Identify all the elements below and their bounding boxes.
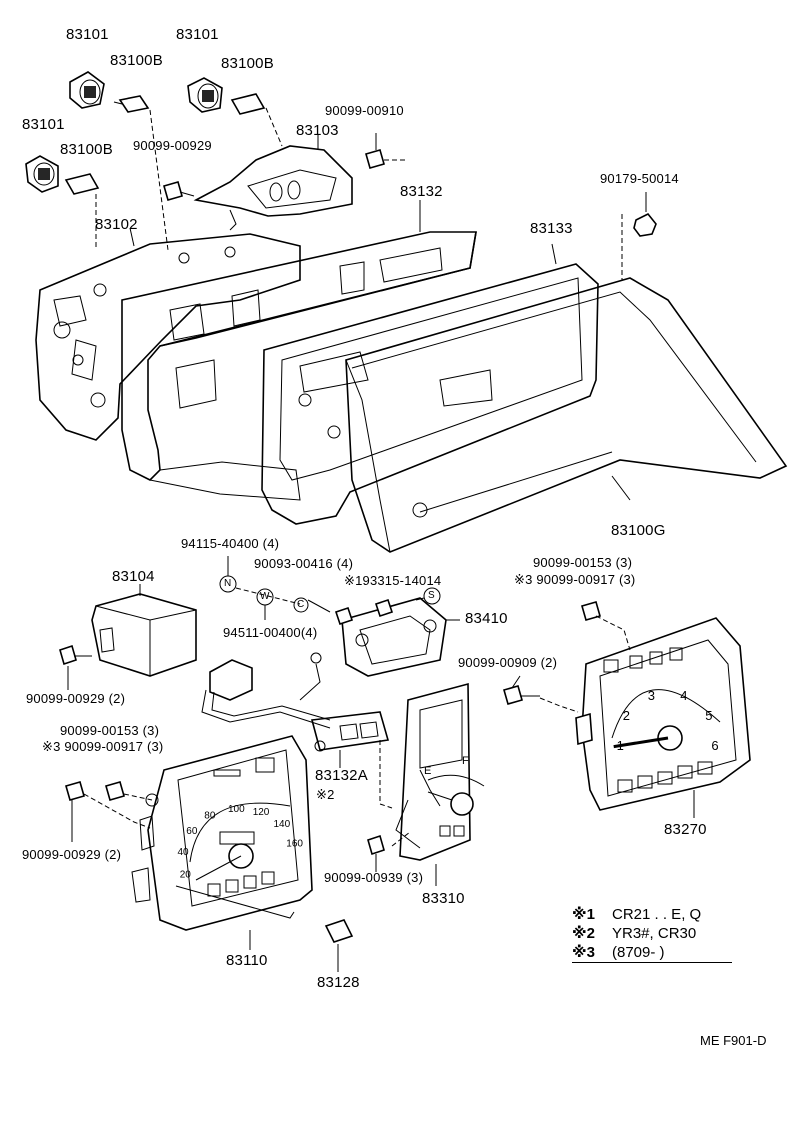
- screw-90099-00909: [503, 675, 579, 713]
- screw-90099-00929-2b: [65, 781, 151, 842]
- speedo-tick-label: 80: [204, 811, 216, 822]
- bulb-socket-83101-a: [69, 71, 105, 109]
- nut-90179-50014: [621, 192, 657, 280]
- label-90099-00910: 90099-00910: [325, 103, 404, 118]
- tach-tick-label: 5: [705, 708, 712, 723]
- speedometer-83110: [131, 735, 313, 950]
- fuel-gauge-83310: [379, 682, 485, 886]
- hood-83133: [261, 243, 599, 525]
- label-83103: 83103: [296, 122, 339, 139]
- note-text: YR3#, CR30: [612, 925, 697, 942]
- label-90099-00929-top: 90099-00929: [133, 138, 212, 153]
- tach-tick-label: 3: [648, 688, 655, 703]
- label-90099-00917-l: ※3 90099-00917 (3): [42, 739, 164, 754]
- callout-w: [256, 588, 274, 620]
- cluster-glass-83100G: [345, 277, 788, 553]
- speedo-tick-label: 40: [178, 847, 190, 858]
- screw-90099-00153-l: [105, 781, 159, 807]
- label-90099-00939: 90099-00939 (3): [324, 870, 424, 885]
- label-83101-b: 83101: [176, 26, 219, 43]
- label-83102: 83102: [95, 216, 138, 233]
- bulb-socket-83101-b: [187, 77, 223, 113]
- part-83128: [324, 919, 354, 972]
- label-83132A-note: ※2: [316, 787, 335, 802]
- screw-90099-00153-r: [581, 601, 631, 651]
- callout-n-letter: N: [224, 578, 232, 589]
- label-90099-00929-2b: 90099-00929 (2): [22, 847, 122, 862]
- label-83104: 83104: [112, 568, 155, 585]
- label-83410: 83410: [465, 610, 508, 627]
- applicability-notes: ※1 CR21 . . E, Q ※2 YR3#, CR30 ※3 (8709-…: [572, 905, 732, 963]
- tach-tick-labels: 1 2 3 4 5 6: [617, 688, 719, 753]
- label-83100B-c: 83100B: [60, 141, 113, 158]
- screw-90099-00929-2a: [59, 644, 92, 690]
- speedo-tick-label: 160: [286, 838, 303, 849]
- label-90099-00917-r: ※3 90099-00917 (3): [514, 572, 636, 587]
- bulb-83100B-c: [64, 173, 100, 195]
- label-83101-c: 83101: [22, 116, 65, 133]
- tach-tick-label: 1: [617, 738, 624, 753]
- label-83310: 83310: [422, 890, 465, 907]
- tach-tick-label: 6: [711, 738, 718, 753]
- screw-90099-00910: [365, 133, 406, 169]
- callout-w-letter: W: [260, 591, 270, 602]
- note-key: ※1: [572, 906, 595, 923]
- printed-circuit-83103: [193, 134, 353, 231]
- label-94511-00400: 94511-00400(4): [223, 625, 318, 640]
- screw-90099-00939: [367, 834, 385, 872]
- wire-harness: [201, 652, 390, 768]
- label-83100B-b: 83100B: [221, 55, 274, 72]
- diagram-reference-code: ME F901-D: [700, 1033, 767, 1048]
- label-83132: 83132: [400, 183, 443, 200]
- label-90093-00416: 90093-00416 (4): [254, 556, 354, 571]
- tachometer-83270: [575, 617, 751, 818]
- label-90099-00153-l: 90099-00153 (3): [60, 723, 160, 738]
- label-90099-00909: 90099-00909 (2): [458, 655, 558, 670]
- label-83133: 83133: [530, 220, 573, 237]
- speedo-tick-label: 20: [180, 870, 192, 881]
- bulb-83100B-b: [230, 93, 266, 115]
- fuel-empty-label: E: [424, 765, 431, 777]
- bulb-socket-83101-c: [25, 155, 59, 193]
- speedo-tick-label: 60: [186, 826, 198, 837]
- tach-tick-label: 4: [680, 688, 687, 703]
- callout-s-letter: S: [428, 590, 435, 601]
- circuit-plate-83102: [35, 227, 301, 441]
- note-row: ※2 YR3#, CR30: [572, 924, 732, 943]
- screw-90099-00929-top: [163, 181, 195, 201]
- callout-c: [293, 597, 331, 613]
- label-83270: 83270: [664, 821, 707, 838]
- label-83101-a: 83101: [66, 26, 109, 43]
- label-83132A: 83132A: [315, 767, 368, 784]
- callout-c-letter: C: [297, 599, 305, 610]
- note-text: CR21 . . E, Q: [612, 906, 702, 923]
- speedo-tick-labels: 20 40 60 80 100 120 140 160: [178, 804, 304, 881]
- speedo-tick-label: 100: [228, 804, 245, 815]
- label-90179-50014: 90179-50014: [600, 171, 679, 186]
- label-83110: 83110: [226, 952, 268, 969]
- housing-83132: [121, 200, 477, 501]
- bulb-83100B-a: [113, 95, 150, 113]
- note-row: ※3 (8709- ): [572, 943, 732, 963]
- callout-n: [219, 556, 301, 605]
- note-key: ※2: [572, 925, 595, 942]
- note-key: ※3: [572, 944, 595, 961]
- speedo-tick-label: 140: [274, 819, 291, 830]
- label-83128: 83128: [317, 974, 360, 991]
- label-193315-14014: ※193315-14014: [344, 573, 442, 588]
- tach-tick-label: 2: [623, 708, 630, 723]
- label-83100G: 83100G: [611, 522, 666, 539]
- label-90099-00929-2a: 90099-00929 (2): [26, 691, 126, 706]
- speedo-tick-label: 120: [253, 807, 270, 818]
- module-83104: [91, 584, 197, 677]
- label-83100B-a: 83100B: [110, 52, 163, 69]
- label-90099-00153-r: 90099-00153 (3): [533, 555, 633, 570]
- note-text: (8709- ): [612, 944, 665, 961]
- label-94115-40400: 94115-40400 (4): [181, 536, 280, 551]
- fuel-full-label: F: [462, 755, 469, 767]
- gauge-83410: [334, 597, 460, 677]
- tach-needle: [613, 736, 669, 749]
- note-row: ※1 CR21 . . E, Q: [572, 905, 732, 924]
